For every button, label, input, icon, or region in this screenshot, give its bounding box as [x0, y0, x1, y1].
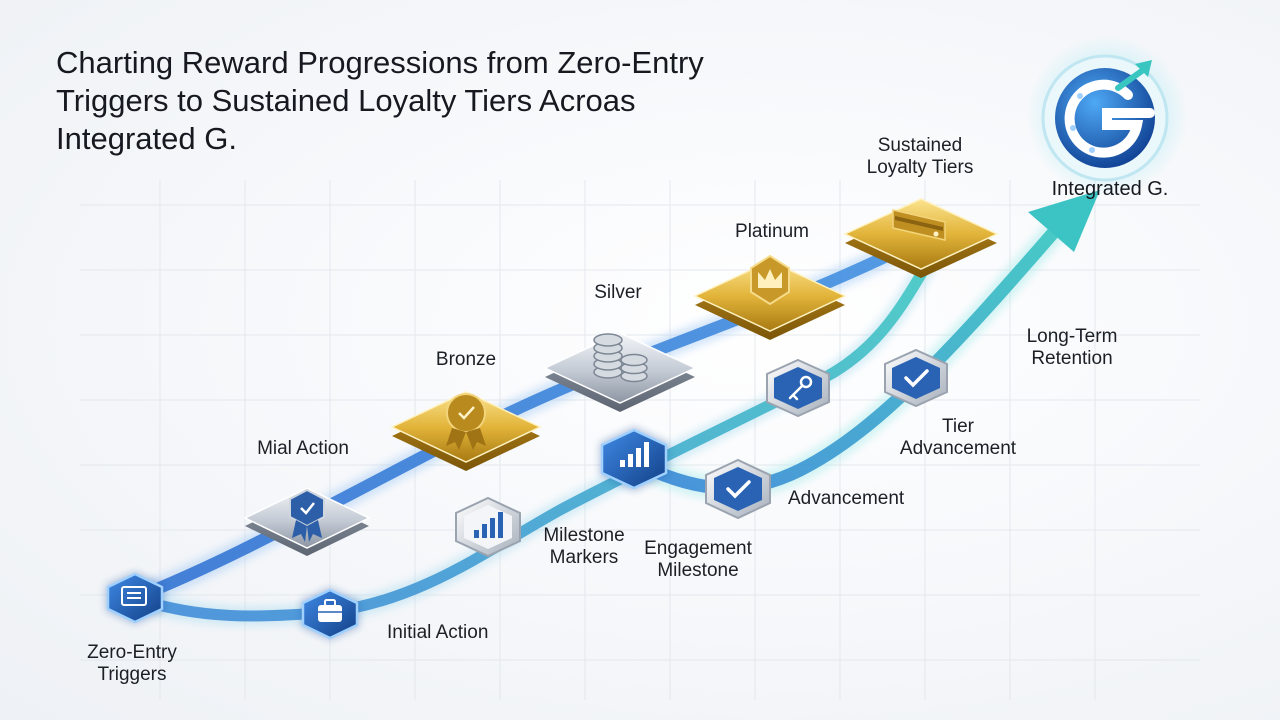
badge-icon — [289, 488, 325, 542]
node-zero-entry — [106, 572, 164, 624]
check-icon — [726, 480, 751, 499]
medal-icon — [446, 393, 486, 450]
tier-block-silver — [543, 332, 697, 412]
label-zero-entry-line2: Triggers — [97, 664, 167, 685]
label-sustained-line1: Sustained — [877, 135, 963, 156]
label-engagement-milestone-line2: Milestone — [657, 560, 739, 581]
label-bronze: Bronze — [435, 349, 497, 370]
node-initial-action — [301, 588, 359, 640]
retention-path — [623, 218, 1067, 495]
label-silver: Silver — [594, 282, 642, 303]
card-icon — [892, 209, 946, 241]
label-platinum: Platinum — [735, 221, 809, 242]
node-engagement — [600, 427, 668, 491]
bar-chart-icon — [474, 512, 503, 538]
check-icon — [904, 369, 929, 388]
label-long-term-retention-line2: Retention — [1031, 348, 1113, 369]
brand-name: Integrated G. — [1051, 178, 1169, 200]
retention-arrow-head — [1028, 190, 1100, 252]
node-key — [766, 358, 830, 418]
label-long-term-retention: Long-Term Retention — [1027, 326, 1118, 370]
tier-block-platinum — [693, 254, 847, 340]
label-advancement: Advancement — [788, 488, 905, 509]
label-tier-advancement-line2: Advancement — [899, 438, 1017, 459]
label-long-term-retention-line1: Long-Term — [1026, 326, 1118, 347]
label-engagement-milestone: Engagement Milestone — [644, 538, 752, 582]
label-milestone-markers: Milestone Markers — [543, 525, 624, 569]
briefcase-icon — [318, 599, 342, 622]
label-sustained: Sustained Loyalty Tiers — [867, 135, 974, 179]
node-tier-advancement — [884, 348, 948, 408]
tier-block-bronze — [390, 391, 542, 471]
step-path — [129, 262, 931, 622]
label-milestone-markers-line2: Markers — [549, 547, 619, 568]
label-zero-entry: Zero-Entry Triggers — [87, 642, 177, 686]
label-mial-action: Mial Action — [257, 438, 349, 459]
coins-icon — [593, 333, 648, 383]
key-icon — [788, 375, 813, 401]
bar-chart-icon — [620, 442, 649, 467]
brand-logo — [1027, 36, 1187, 196]
node-milestone-markers — [455, 496, 521, 558]
label-zero-entry-line1: Zero-Entry — [87, 642, 177, 663]
tier-block-mial-action — [243, 487, 371, 556]
document-icon — [121, 586, 147, 606]
label-tier-advancement: Tier Advancement — [900, 416, 1016, 460]
logo-g-icon — [1064, 79, 1155, 158]
crown-icon — [750, 254, 790, 306]
page-title: Charting Reward Progressions from Zero-E… — [56, 45, 704, 156]
label-engagement-milestone-line1: Engagement — [644, 538, 752, 559]
label-tier-advancement-line1: Tier — [941, 416, 975, 437]
node-advancement — [705, 458, 771, 520]
label-milestone-markers-line1: Milestone — [543, 525, 625, 546]
label-initial-action: Initial Action — [387, 622, 489, 643]
tier-block-sustained — [843, 198, 999, 278]
label-sustained-line2: Loyalty Tiers — [866, 157, 974, 178]
